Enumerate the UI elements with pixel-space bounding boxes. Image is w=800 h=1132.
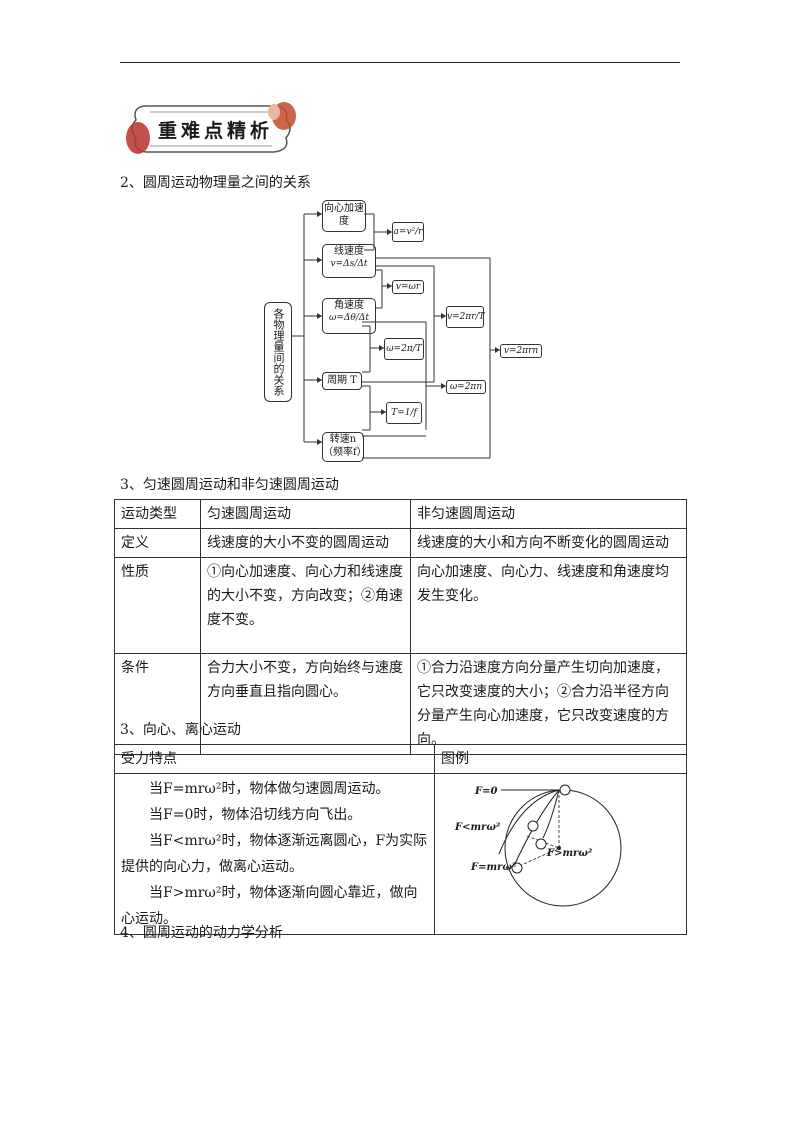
node-period: 周期 T bbox=[322, 372, 362, 390]
figure-cell: F=0 F<mrω² F=mrω² F>mrω² bbox=[434, 773, 687, 935]
nonuniform-cell: ①合力沿速度方向分量产生切向加速度，它只改变速度的大小；②合力沿半径方向分量产生… bbox=[410, 653, 687, 755]
header-rule bbox=[120, 62, 680, 63]
section-3b-heading: 3、向心、离心运动 bbox=[120, 722, 241, 738]
section-3-heading: 3、匀速圆周运动和非匀速圆周运动 bbox=[120, 477, 339, 493]
header-cell: 受力特点 bbox=[114, 744, 435, 774]
uniform-cell: 合力大小不变，方向始终与速度方向垂直且指向圆心。 bbox=[200, 653, 411, 755]
motion-figure: F=0 F<mrω² F=mrω² F>mrω² bbox=[441, 776, 675, 924]
diagram-root-label: 各物理量间的关系 bbox=[272, 308, 285, 396]
section-banner: 重难点精析 bbox=[124, 98, 299, 160]
section-2-heading: 2、圆周运动物理量之间的关系 bbox=[120, 175, 311, 191]
table-row: 定义 线速度的大小不变的圆周运动 线速度的大小和方向不断变化的圆周运动 bbox=[114, 528, 687, 558]
paragraph: 当F<mrω²时，物体逐渐远离圆心，F为实际提供的向心力，做离心运动。 bbox=[121, 833, 428, 875]
node-angular-velocity: 角速度 ω=Δθ/Δt bbox=[322, 298, 376, 334]
label-f-greater: F>mrω² bbox=[547, 848, 593, 859]
nonuniform-cell: 线速度的大小和方向不断变化的圆周运动 bbox=[410, 528, 687, 558]
header-cell: 运动类型 bbox=[114, 499, 201, 529]
diagram-connectors bbox=[292, 211, 500, 459]
formula-v-2pirn: v=2πrn bbox=[500, 344, 542, 358]
centripetal-table: 受力特点 图例 当F=mrω²时，物体做匀速圆周运动。 当F=0时，物体沿切线方… bbox=[114, 744, 687, 935]
formula-w-2pin: ω=2πn bbox=[446, 380, 486, 394]
node-linear-velocity: 线速度 v=Δs/Δt bbox=[322, 244, 376, 278]
paragraph: 当F>mrω²时，物体逐渐向圆心靠近，做向心运动。 bbox=[121, 885, 418, 927]
header-cell: 非匀速圆周运动 bbox=[410, 499, 687, 529]
table-header-row: 运动类型 匀速圆周运动 非匀速圆周运动 bbox=[114, 499, 687, 529]
table-row: 当F=mrω²时，物体做匀速圆周运动。 当F=0时，物体沿切线方向飞出。 当F<… bbox=[114, 773, 687, 935]
formula-T-1f: T=1/f bbox=[386, 402, 422, 424]
row-label: 定义 bbox=[114, 528, 201, 558]
force-description-cell: 当F=mrω²时，物体做匀速圆周运动。 当F=0时，物体沿切线方向飞出。 当F<… bbox=[114, 773, 435, 935]
motion-comparison-table: 运动类型 匀速圆周运动 非匀速圆周运动 定义 线速度的大小不变的圆周运动 线速度… bbox=[114, 499, 687, 755]
uniform-cell: ①向心加速度、向心力和线速度的大小不变，方向改变；②角速度不变。 bbox=[200, 557, 411, 654]
label-f-zero: F=0 bbox=[475, 786, 498, 797]
banner-frame-icon bbox=[126, 102, 296, 154]
paragraph: 当F=mrω²时，物体做匀速圆周运动。 bbox=[149, 781, 390, 797]
node-centripetal-accel: 向心加速度 bbox=[322, 200, 366, 232]
circle-diagram-icon bbox=[498, 784, 622, 907]
node-rotation-speed: 转速n （频率f） bbox=[322, 432, 367, 462]
uniform-cell: 线速度的大小不变的圆周运动 bbox=[200, 528, 411, 558]
label-f-less: F<mrω² bbox=[455, 822, 501, 833]
table-row: 性质 ①向心加速度、向心力和线速度的大小不变，方向改变；②角速度不变。 向心加速… bbox=[114, 557, 687, 654]
label-f-equal: F=mrω² bbox=[471, 862, 517, 873]
banner-title: 重难点精析 bbox=[158, 120, 274, 142]
table-header-row: 受力特点 图例 bbox=[114, 744, 687, 774]
diagram-root-box: 各物理量间的关系 bbox=[264, 302, 292, 402]
formula-v-wr: v=ωr bbox=[392, 280, 424, 294]
relationship-diagram: 各物理量间的关系 向心加速度 线速度 v=Δs/Δt 角速度 ω=Δθ/Δt 周… bbox=[258, 196, 558, 466]
row-label: 条件 bbox=[114, 653, 201, 755]
formula-v-2pir-T: v=2πr/T bbox=[446, 306, 485, 328]
header-cell: 匀速圆周运动 bbox=[200, 499, 411, 529]
formula-w-2pi-T: ω=2π/T bbox=[384, 338, 424, 360]
formula-a: a=v²/r bbox=[392, 222, 424, 242]
nonuniform-cell: 向心加速度、向心力、线速度和角速度均发生变化。 bbox=[410, 557, 687, 654]
row-label: 性质 bbox=[114, 557, 201, 654]
section-4-heading: 4、圆周运动的动力学分析 bbox=[120, 925, 283, 941]
paragraph: 当F=0时，物体沿切线方向飞出。 bbox=[149, 807, 362, 823]
table-row: 条件 合力大小不变，方向始终与速度方向垂直且指向圆心。 ①合力沿速度方向分量产生… bbox=[114, 653, 687, 755]
header-cell: 图例 bbox=[434, 744, 687, 774]
